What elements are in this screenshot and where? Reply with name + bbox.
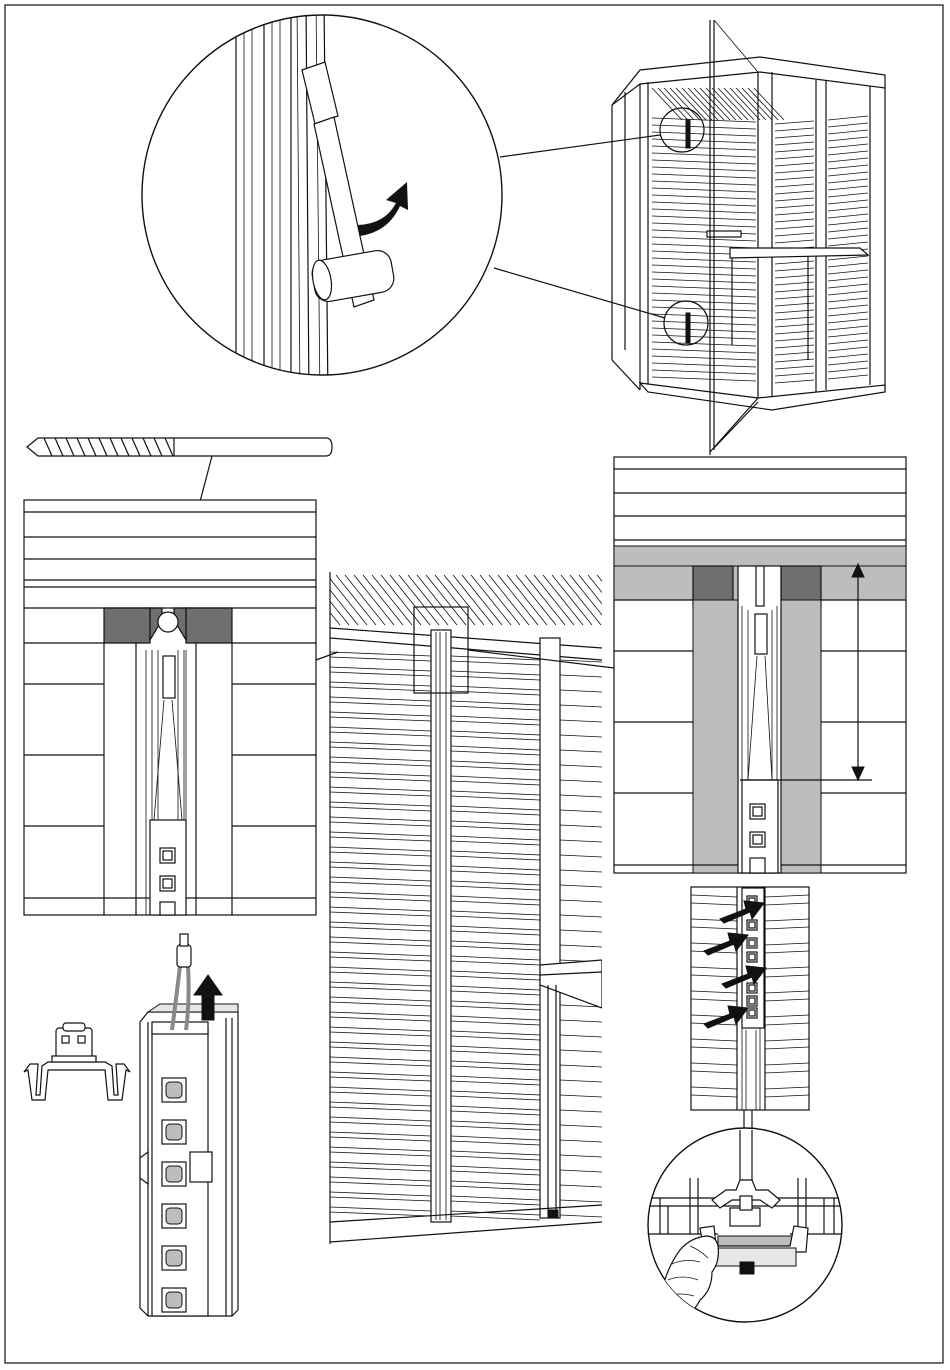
section-left-led-strip-top bbox=[24, 500, 316, 915]
led-strip-press-in bbox=[691, 887, 809, 1128]
section-right-measure bbox=[614, 457, 906, 873]
